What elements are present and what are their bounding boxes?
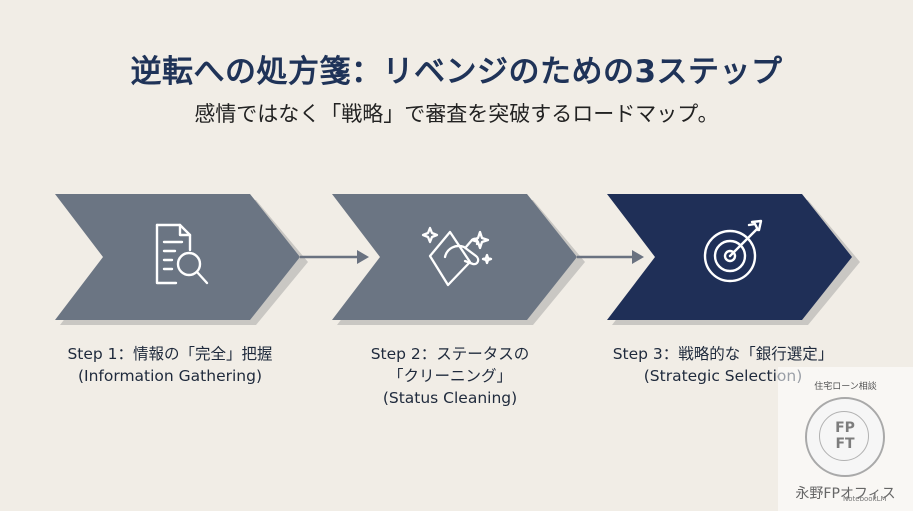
target-arrow-icon <box>703 219 763 283</box>
step-2-english: (Status Cleaning) <box>382 389 518 407</box>
office-name: 永野FPオフィス <box>795 486 896 502</box>
seal-text-fp: FP <box>835 420 855 436</box>
seal-inner-ring <box>819 411 869 461</box>
connector-arrow-1 <box>300 250 369 264</box>
step-3-label: Step 3：戦略的な「銀行選定」 (Strategic Selection) <box>583 343 863 387</box>
office-seal-logo: FP FT <box>805 397 885 477</box>
page-subtitle: 感情ではなく「戦略」で審査を突破するロードマップ。 <box>194 102 719 126</box>
step-1-label: Step 1：情報の「完全」把握 (Information Gathering) <box>30 343 310 387</box>
page-title: 逆転への処方箋：リベンジのための3ステップ <box>130 54 783 90</box>
step-1-title: Step 1：情報の「完全」把握 <box>67 345 273 363</box>
notebooklm-watermark: NotebookLM <box>843 495 887 503</box>
badge-caption: 住宅ローン相談 <box>814 382 877 392</box>
step-2-title: Step 2：ステータスの <box>370 345 530 363</box>
step-3-english: (Strategic Selection) <box>643 367 803 385</box>
step-1-english: (Information Gathering) <box>77 367 263 385</box>
step-1-chevron <box>55 194 300 320</box>
connector-arrow-2 <box>577 250 644 264</box>
step-3-title: Step 3：戦略的な「銀行選定」 <box>612 345 834 363</box>
cleaning-cloth-sparkle-icon <box>421 226 493 287</box>
step-2-title-continued: 「クリーニング」 <box>387 367 512 385</box>
document-magnifier-icon <box>155 223 209 285</box>
step-2-chevron <box>332 194 577 320</box>
seal-text-ft: FT <box>835 436 855 452</box>
step-2-label: Step 2：ステータスの 「クリーニング」 (Status Cleaning) <box>310 343 590 409</box>
office-badge: 住宅ローン相談 FP FT 永野FPオフィス <box>778 367 913 511</box>
